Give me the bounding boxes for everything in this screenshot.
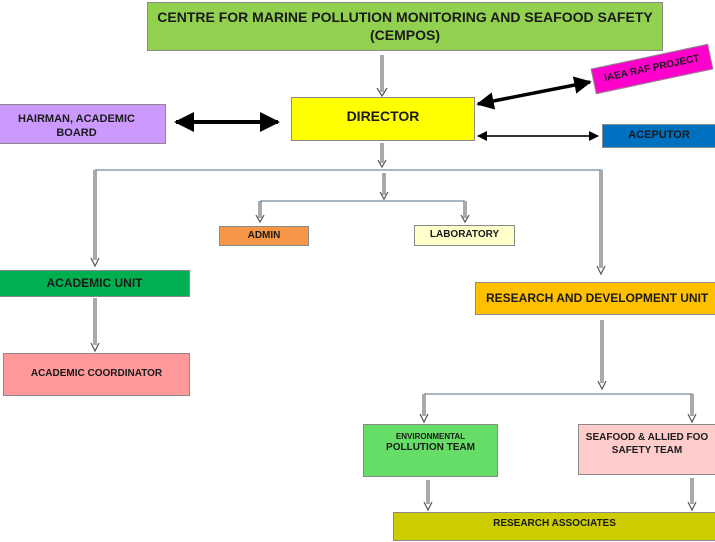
arrow-rd-to-teams xyxy=(419,320,697,424)
academic-unit-box: ACADEMIC UNIT xyxy=(0,270,190,297)
academic-coordinator-label: ACADEMIC COORDINATOR xyxy=(30,368,163,380)
seafood-team-line-2: SAFETY TEAM xyxy=(611,444,683,456)
academic-unit-label: ACADEMIC UNIT xyxy=(46,276,143,290)
arrow-title-to-director xyxy=(376,55,388,98)
title-line-2: (CEMPOS) xyxy=(370,26,440,43)
title-box: CENTRE FOR MARINE POLLUTION MONITORING A… xyxy=(147,2,663,51)
arrow-to-academic-unit xyxy=(90,170,100,268)
research-associates-label: RESEARCH ASSOCIATES xyxy=(493,518,616,529)
arrow-to-admin-lab xyxy=(255,173,470,224)
env-team-box: ENVIRONMENTAL POLLUTION TEAM xyxy=(363,424,498,477)
admin-box: ADMIN xyxy=(219,226,309,246)
chairman-label: HAIRMAN, ACADEMIC BOARD xyxy=(18,113,135,139)
research-associates-box: RESEARCH ASSOCIATES xyxy=(393,512,715,541)
rd-unit-label: RESEARCH AND DEVELOPMENT UNIT xyxy=(486,291,709,305)
arrow-to-academic-coordinator xyxy=(90,298,100,353)
arrow-director-down-1 xyxy=(377,143,387,169)
arrow-to-rd-unit xyxy=(596,170,606,276)
seafood-team-line-1: SEAFOOD & ALLIED FOO xyxy=(585,432,709,443)
arrow-teams-to-associates xyxy=(423,478,697,512)
chairman-box: HAIRMAN, ACADEMIC BOARD xyxy=(0,104,166,144)
seafood-team-box: SEAFOOD & ALLIED FOO SAFETY TEAM xyxy=(578,424,715,475)
title-line-1: CENTRE FOR MARINE POLLUTION MONITORING A… xyxy=(157,9,653,25)
aceputor-box: ACEPUTOR xyxy=(602,124,715,148)
academic-coordinator-box: ACADEMIC COORDINATOR xyxy=(3,353,190,396)
director-label: DIRECTOR xyxy=(346,108,420,124)
rd-unit-box: RESEARCH AND DEVELOPMENT UNIT xyxy=(475,282,715,315)
env-team-line-2: POLLUTION TEAM xyxy=(386,442,475,453)
director-box: DIRECTOR xyxy=(291,97,475,141)
laboratory-label: LABORATORY xyxy=(429,229,500,241)
aceputor-label: ACEPUTOR xyxy=(628,129,690,142)
laboratory-box: LABORATORY xyxy=(414,225,515,246)
admin-label: ADMIN xyxy=(247,229,281,241)
env-team-line-1: ENVIRONMENTAL xyxy=(395,432,466,441)
arrow-director-iaea xyxy=(476,76,592,110)
